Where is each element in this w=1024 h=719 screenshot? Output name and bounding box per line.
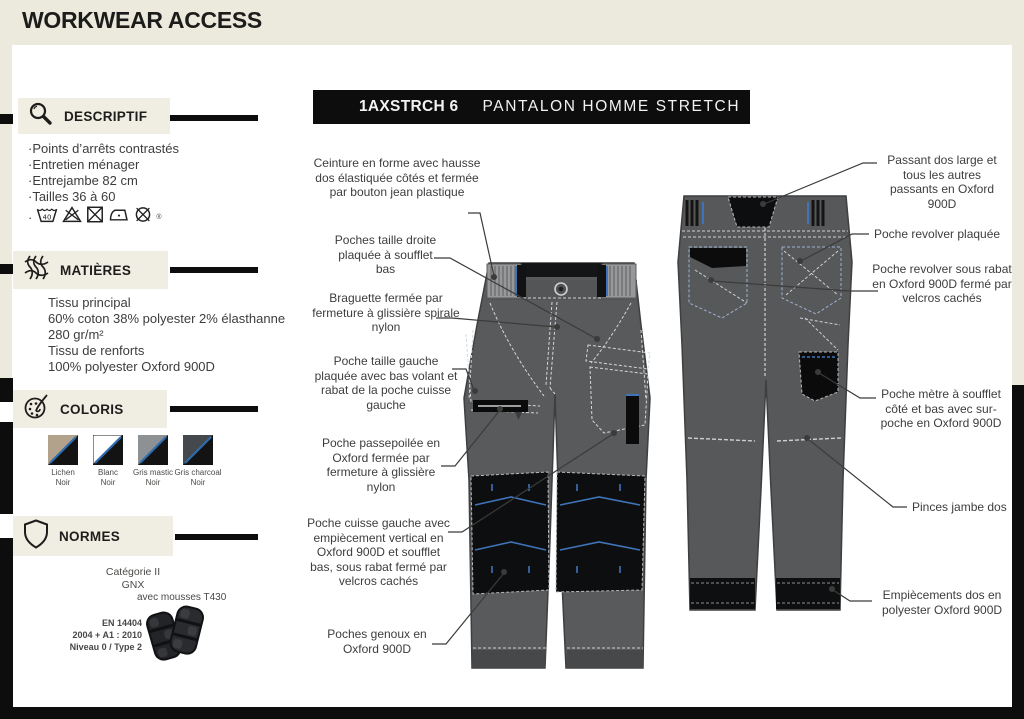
side-ruler-pocket-front <box>626 394 639 444</box>
left-edge-notch <box>0 514 13 538</box>
swatch-gris-mastic-noir <box>138 435 168 470</box>
matieres-line: 100% polyester Oxford 900D <box>48 359 215 374</box>
section-title: NORMES <box>59 528 121 544</box>
left-edge-bar <box>0 378 13 707</box>
callout-braguette: Braguette fermée par fermeture à glissiè… <box>312 291 460 334</box>
normes-foam-note: avec mousses T430 <box>137 592 227 603</box>
matieres-line: 60% coton 38% polyester 2% élasthanne <box>48 311 286 326</box>
callout-ceinture: Ceinture en forme avec hausse dos élasti… <box>313 156 481 199</box>
callout-passants: Passant dos large et tous les autres pas… <box>887 153 997 211</box>
callout-poche-taille-droite: Poches taille droite plaquée à soufflet … <box>334 233 437 276</box>
callout-poche-taille-gauche: Poche taille gauche plaquée avec bas vol… <box>314 354 458 412</box>
section-rule <box>175 534 258 540</box>
swatch-blanc-noir <box>92 434 125 470</box>
matieres-line: Tissu principal <box>48 295 131 310</box>
callout-pinces-jambe: Pinces jambe dos <box>912 500 1007 514</box>
callout-poche-metre: Poche mètre à soufflet côté et bas avec … <box>880 387 1002 430</box>
iron-icon <box>108 206 130 228</box>
callout-poche-passepoilee: Poche passepoilée en Oxford fermée par f… <box>321 436 441 494</box>
section-rule <box>170 406 258 412</box>
callout-poches-genoux: Poches genoux en Oxford 900D <box>327 627 427 656</box>
registered-mark: ® <box>156 213 162 221</box>
pants-front-view <box>463 262 651 669</box>
callout-poche-revolver-rabat: Poche revolver sous rabat en Oxford 900D… <box>872 262 1012 305</box>
footer-bar <box>0 707 1024 719</box>
fabric-weave-icon <box>23 254 50 286</box>
right-edge-bar <box>1012 385 1024 707</box>
left-edge-tick <box>0 114 13 124</box>
section-rule <box>170 267 258 273</box>
matieres-line: 280 gr/m² <box>48 327 104 342</box>
care-symbols-row: · 40 ® <box>28 206 162 228</box>
callout-poche-cuisse: Poche cuisse gauche avec empiècement ver… <box>307 516 450 588</box>
product-title-bar: 1AXSTRCH 6 PANTALON HOMME STRETCH <box>313 90 750 124</box>
normes-standard: EN 14404 2004 + A1 : 2010 Niveau 0 / Typ… <box>69 618 142 652</box>
left-edge-notch <box>0 402 13 422</box>
back-side-pocket <box>798 317 841 402</box>
descriptif-item: ·Tailles 36 à 60 <box>28 189 116 204</box>
back-pocket-plain <box>781 246 842 315</box>
callout-leader-lines <box>432 162 907 645</box>
swatch-gris-charcoal-noir <box>183 435 213 470</box>
left-edge-tick <box>0 264 13 274</box>
elastic-waist-right <box>597 263 637 299</box>
palette-icon <box>23 393 50 425</box>
page-title: WORKWEAR ACCESS <box>22 7 262 33</box>
knee-pads-image <box>140 601 208 674</box>
callout-poche-revolver-plaquee: Poche revolver plaquée <box>874 227 1001 241</box>
no-dry-clean-icon <box>134 206 152 228</box>
back-cuffs <box>690 578 840 609</box>
swatch-lichen-noir <box>48 435 78 470</box>
section-title: MATIÈRES <box>60 262 132 278</box>
svg-text:40: 40 <box>43 213 52 221</box>
descriptif-item: ·Points d’arrêts contrastés <box>28 141 180 156</box>
back-pocket-flap <box>688 246 748 319</box>
descriptif-item: ·Entretien ménager <box>28 157 140 172</box>
section-title: DESCRIPTIF <box>64 108 148 124</box>
magnifier-icon <box>28 101 54 132</box>
section-rule <box>170 115 258 121</box>
product-name: PANTALON HOMME STRETCH <box>482 98 741 115</box>
welt-zip-pocket <box>473 400 528 420</box>
knee-pad-panels <box>470 471 646 595</box>
section-title: COLORIS <box>60 401 124 417</box>
descriptif-list: ·Points d’arrêts contrastés ·Entretien m… <box>28 141 308 205</box>
section-normes-header: NORMES <box>13 516 173 556</box>
callout-empiecements-dos: Empiècements dos en polyester Oxford 900… <box>881 588 1003 617</box>
no-tumble-dry-icon <box>86 206 104 228</box>
wash-40-icon: 40 <box>36 206 58 228</box>
product-code: 1AXSTRCH 6 <box>359 98 459 115</box>
matieres-line: Tissu de renforts <box>48 343 145 358</box>
callout-dots <box>472 201 835 592</box>
shield-icon <box>23 518 49 554</box>
pants-back-view <box>677 195 853 611</box>
descriptif-item: ·Entrejambe 82 cm <box>28 173 138 188</box>
no-bleach-icon <box>62 206 83 228</box>
matieres-text: Tissu principal 60% coton 38% polyester … <box>48 295 310 375</box>
section-coloris-header: COLORIS <box>13 390 167 428</box>
section-matieres-header: MATIÈRES <box>13 251 168 289</box>
section-descriptif-header: DESCRIPTIF <box>18 98 170 134</box>
care-bullet: · <box>28 209 33 225</box>
